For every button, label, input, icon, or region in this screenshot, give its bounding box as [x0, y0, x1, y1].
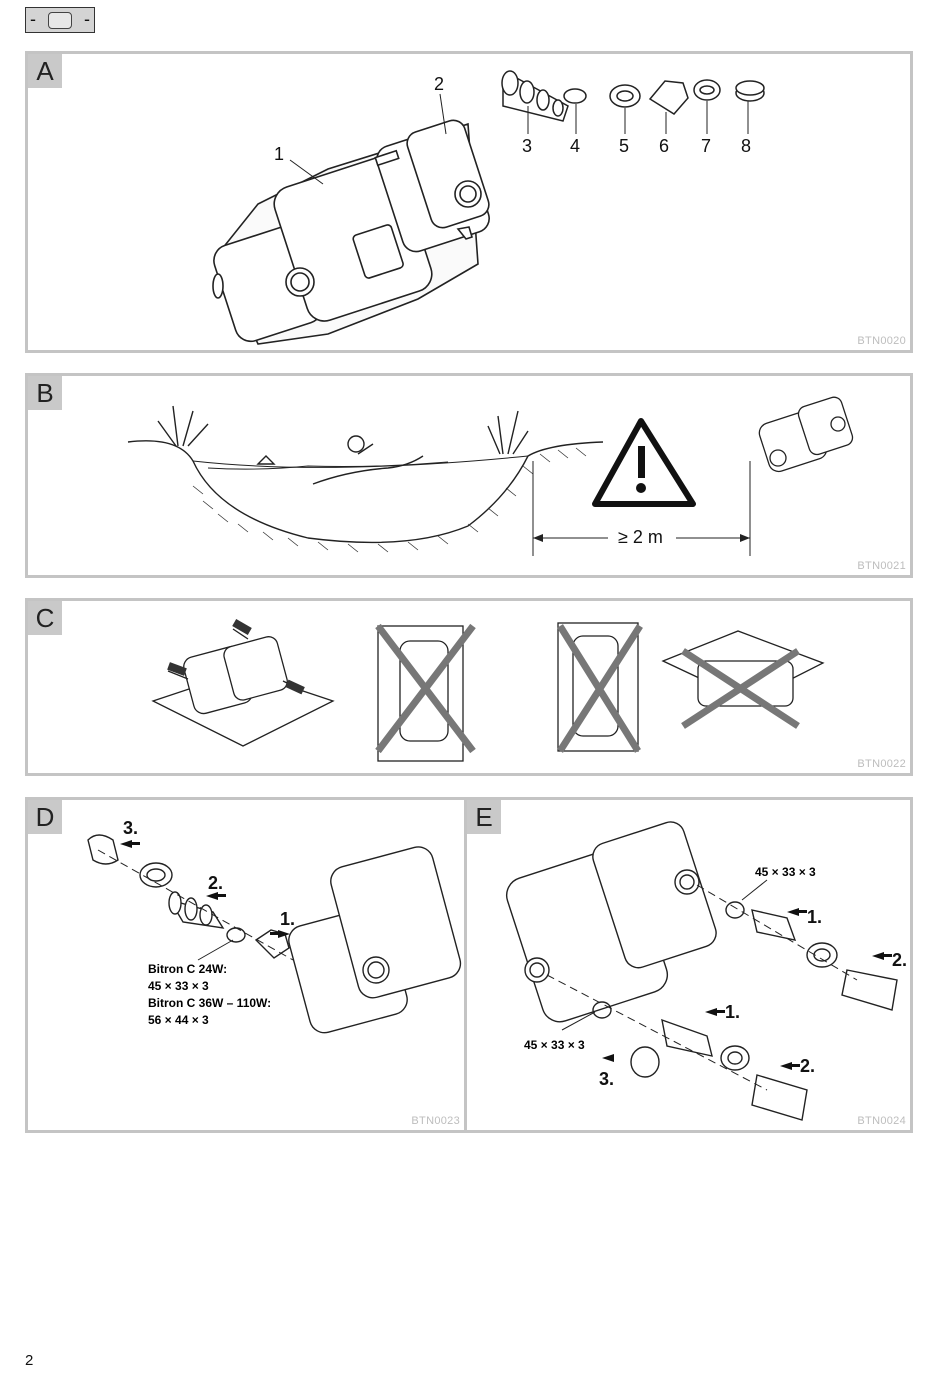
panel-b: B [25, 373, 913, 578]
inlet-connection-drawing: 3. 2. 1. Bitron C 24W: 45 × 33 × 3 Bitro… [87, 818, 462, 1034]
step-3-label: 3. [123, 818, 138, 838]
step-2-label: 2. [208, 873, 223, 893]
spec-line-3: Bitron C 36W – 110W: [148, 996, 271, 1010]
bottom-step-1-label: 1. [725, 1002, 740, 1022]
bottom-step-3-label: 3. [599, 1069, 614, 1089]
callout-7: 7 [701, 136, 711, 156]
panel-a: A 1 2 [25, 51, 913, 353]
panel-letter-e: E [467, 800, 501, 834]
spec-line-4: 56 × 44 × 3 [148, 1013, 209, 1027]
page-number: 2 [25, 1352, 34, 1369]
device-symbol-icon [48, 12, 72, 29]
bottom-step-2-label: 2. [800, 1056, 815, 1076]
outlet-connection-drawing: 1. 2. 1. 2. 3. 45 × 33 × 3 45 × 33 × 3 [505, 821, 907, 1121]
callout-4: 4 [570, 136, 580, 156]
panel-letter-a: A [28, 54, 62, 88]
panel-e: E 1. 2. 1. [465, 797, 913, 1133]
panel-letter-c: C [28, 601, 62, 635]
header-dash-left: - [30, 9, 36, 29]
top-step-2-label: 2. [892, 950, 907, 970]
distance-label: ≥ 2 m [618, 527, 663, 547]
callout-6: 6 [659, 136, 669, 156]
spec-line-2: 45 × 33 × 3 [148, 979, 209, 993]
panel-letter-b: B [28, 376, 62, 410]
spec-line-1: Bitron C 24W: [148, 962, 227, 976]
callout-5: 5 [619, 136, 629, 156]
size-bottom-label: 45 × 33 × 3 [524, 1038, 585, 1052]
panel-c: C BTN0022 [25, 598, 913, 776]
callout-8: 8 [741, 136, 751, 156]
figure-code-e: BTN0024 [857, 1115, 906, 1127]
figure-code-c: BTN0022 [857, 758, 906, 770]
header-symbol-box: - - [25, 7, 95, 33]
size-top-label: 45 × 33 × 3 [755, 865, 816, 879]
mounting-orientation-drawing [151, 619, 825, 762]
callout-3: 3 [522, 136, 532, 156]
step-1-label: 1. [280, 909, 295, 929]
callout-1: 1 [274, 144, 284, 164]
figure-code-b: BTN0021 [857, 560, 906, 572]
panel-letter-d: D [28, 800, 62, 834]
pond-distance-drawing: ≥ 2 m [127, 396, 854, 556]
top-step-1-label: 1. [807, 907, 822, 927]
header-dash-right: - [84, 9, 90, 29]
device-overview-drawing: 1 2 3 4 5 6 7 8 [212, 70, 765, 345]
callout-2: 2 [434, 74, 444, 94]
panel-d: D 3. 2. 1. Bitron C 24W: 45 × 33 × 3 Bit… [25, 797, 467, 1133]
figure-code-a: BTN0020 [857, 335, 906, 347]
figure-code-d: BTN0023 [411, 1115, 460, 1127]
